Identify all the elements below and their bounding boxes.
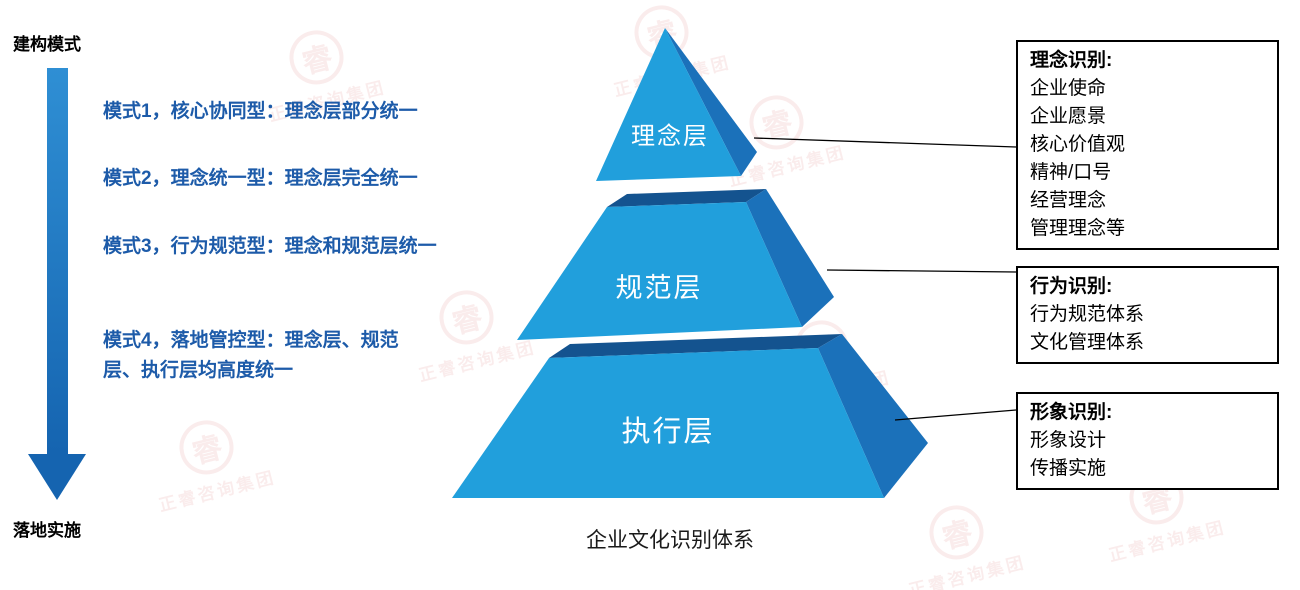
connector-line-behavior [826,269,1017,273]
list-item: 管理理念等 [1030,218,1126,239]
pyramid-label-concept-layer: 理念层 [631,123,709,150]
list-item: 企业愿景 [1030,106,1107,127]
pyramid-bottom-front-face [452,348,884,498]
image-identity-box: 形象识别: 形象设计 传播实施 [1016,392,1279,490]
behavior-identity-box: 行为识别: 行为规范体系 文化管理体系 [1016,266,1279,364]
list-item: 传播实施 [1030,458,1107,479]
pyramid-middle-front-face [517,202,802,340]
label-implementation: 落地实施 [13,521,81,540]
pyramid-top-front-face [596,28,741,181]
connector-line-concept [753,137,1017,148]
list-item: 行为规范体系 [1030,304,1145,325]
down-arrow [28,68,86,500]
list-item: 精神/口号 [1030,162,1112,183]
pyramid-bottom-side-face [818,334,928,498]
connector-line-image [894,409,1017,421]
diagram-caption: 企业文化识别体系 [586,529,754,552]
pyramid-top-side-face [665,28,757,176]
mode-3-label: 模式3，行为规范型：理念和规范层统一 [103,236,437,257]
list-item: 企业使命 [1030,78,1107,99]
list-item: 核心价值观 [1030,134,1126,155]
mode-2-label: 模式2，理念统一型：理念层完全统一 [103,168,418,189]
list-item: 经营理念 [1030,190,1107,211]
concept-identity-box: 理念识别: 企业使命 企业愿景 核心价值观 精神/口号 经营理念 管理理念等 [1016,40,1279,250]
pyramid-middle-side-face [746,189,834,327]
label-construction-mode: 建构模式 [13,35,81,54]
behavior-identity-title: 行为识别: [1030,276,1113,297]
down-arrow-head-icon [28,454,86,500]
pyramid-bottom-top-edge [549,334,842,358]
concept-identity-title: 理念识别: [1030,50,1113,71]
list-item: 文化管理体系 [1030,332,1145,353]
mode-4-label: 模式4，落地管控型：理念层、规范层、执行层均高度统一 [103,330,399,381]
down-arrow-shaft [46,68,68,454]
list-item: 形象设计 [1030,430,1107,451]
pyramid-middle-top-edge [607,189,766,207]
image-identity-title: 形象识别: [1030,402,1113,423]
pyramid-label-norm-layer: 规范层 [615,273,703,303]
mode-1-label: 模式1，核心协同型：理念层部分统一 [103,101,418,122]
pyramid-label-execution-layer: 执行层 [621,416,715,448]
